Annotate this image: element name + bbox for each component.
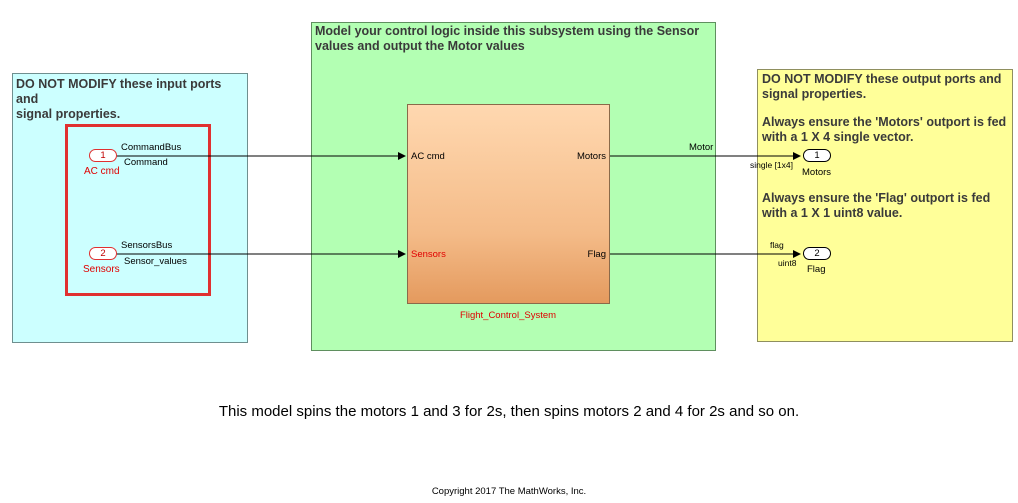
outport-flag[interactable]: 2 bbox=[803, 247, 831, 260]
outport-motors-label: Motors bbox=[802, 167, 832, 178]
output-warning-note: DO NOT MODIFY these output ports and sig… bbox=[762, 72, 1002, 101]
inports-highlight-box bbox=[65, 124, 211, 296]
inport-sensors-label: Sensors bbox=[83, 264, 120, 275]
subsystem-outport-motors: Motors bbox=[576, 151, 606, 162]
outport-flag-label: Flag bbox=[807, 264, 826, 275]
inport-ac-cmd-label: AC cmd bbox=[84, 166, 120, 177]
flight-control-subsystem[interactable]: AC cmd Sensors Motors Flag bbox=[407, 104, 610, 304]
flag-signal-label: flag bbox=[770, 240, 784, 250]
motor-signal-label: Motor bbox=[689, 142, 714, 153]
command-signal-label: Command bbox=[124, 157, 168, 168]
control-area-title: Model your control logic inside this sub… bbox=[315, 24, 700, 53]
motors-type-label: single [1x4] bbox=[750, 160, 793, 170]
flag-note: Always ensure the 'Flag' outport is fed … bbox=[762, 191, 991, 220]
subsystem-inport-sensors: Sensors bbox=[411, 249, 446, 260]
inport-ac-cmd[interactable]: 1 bbox=[89, 149, 117, 162]
model-description: This model spins the motors 1 and 3 for … bbox=[218, 403, 800, 420]
flag-type-label: uint8 bbox=[778, 258, 797, 268]
input-area-title: DO NOT MODIFY these input ports and sign… bbox=[16, 77, 222, 121]
sensor-values-signal-label: Sensor_values bbox=[124, 256, 187, 267]
subsystem-outport-flag: Flag bbox=[587, 249, 606, 260]
sensors-bus-label: SensorsBus bbox=[121, 240, 173, 251]
command-bus-label: CommandBus bbox=[121, 142, 182, 153]
subsystem-inport-ac-cmd: AC cmd bbox=[411, 151, 445, 162]
copyright-text: Copyright 2017 The MathWorks, Inc. bbox=[431, 486, 587, 497]
output-area[interactable]: DO NOT MODIFY these output ports and sig… bbox=[757, 69, 1013, 342]
subsystem-name: Flight_Control_System bbox=[459, 310, 557, 321]
motors-note: Always ensure the 'Motors' outport is fe… bbox=[762, 115, 1007, 144]
inport-sensors[interactable]: 2 bbox=[89, 247, 117, 260]
outport-motors[interactable]: 1 bbox=[803, 149, 831, 162]
